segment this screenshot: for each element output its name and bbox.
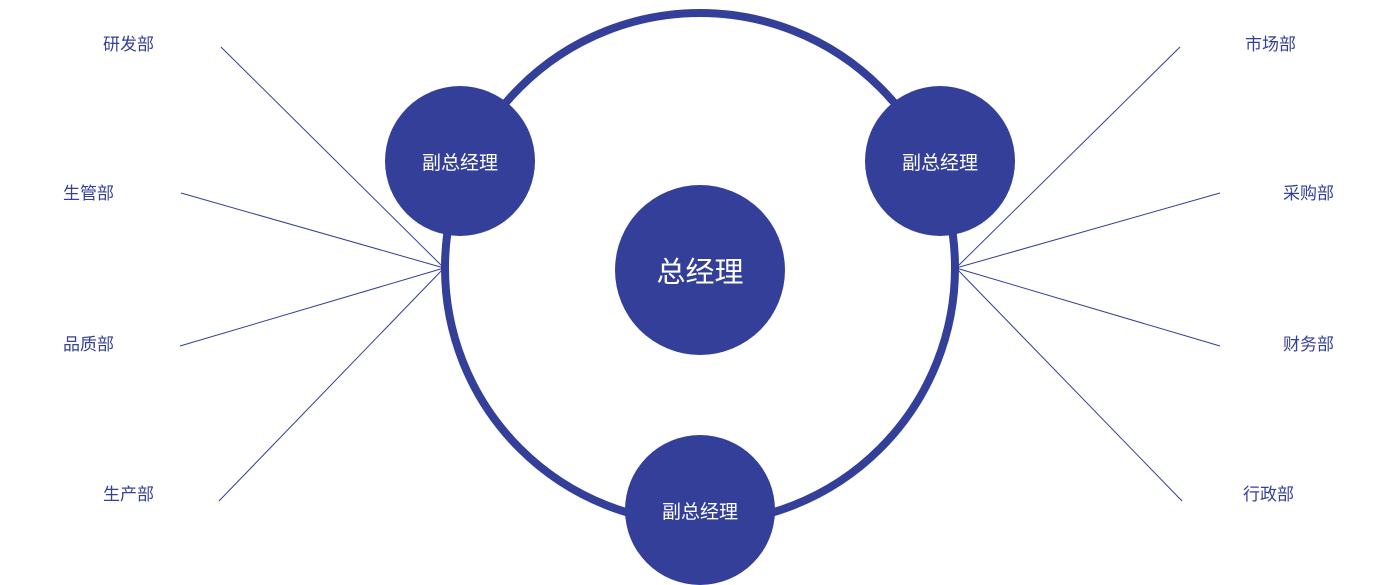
connector-line-admin: [955, 267, 1183, 502]
vice-manager-label: 副总经理: [661, 500, 738, 523]
connector-line-rd: [220, 46, 445, 269]
vice-manager-label: 副总经理: [421, 151, 498, 174]
vice-manager-label: 副总经理: [901, 151, 978, 174]
connector-line-purchasing: [955, 192, 1221, 269]
dept-label-purchasing: 采购部: [1283, 184, 1334, 204]
dept-label-quality: 品质部: [63, 335, 114, 355]
vice-manager-node-bottom[interactable]: 副总经理: [625, 435, 775, 585]
dept-label-admin: 行政部: [1243, 485, 1294, 505]
general-manager-label: 总经理: [656, 255, 744, 289]
dept-label-production-mgmt: 生管部: [63, 184, 114, 204]
connector-line-finance: [955, 267, 1221, 347]
connector-line-marketing: [955, 46, 1181, 269]
vice-manager-node-right[interactable]: 副总经理: [865, 86, 1015, 236]
dept-label-production: 生产部: [103, 485, 154, 505]
general-manager-node[interactable]: 总经理: [615, 185, 785, 355]
connector-line-production-mgmt: [180, 192, 445, 269]
dept-label-finance: 财务部: [1283, 335, 1334, 355]
connector-line-production: [218, 267, 445, 502]
connector-line-quality: [179, 267, 445, 347]
dept-label-rd: 研发部: [103, 35, 154, 55]
vice-manager-node-left[interactable]: 副总经理: [385, 86, 535, 236]
dept-label-marketing: 市场部: [1245, 35, 1296, 55]
